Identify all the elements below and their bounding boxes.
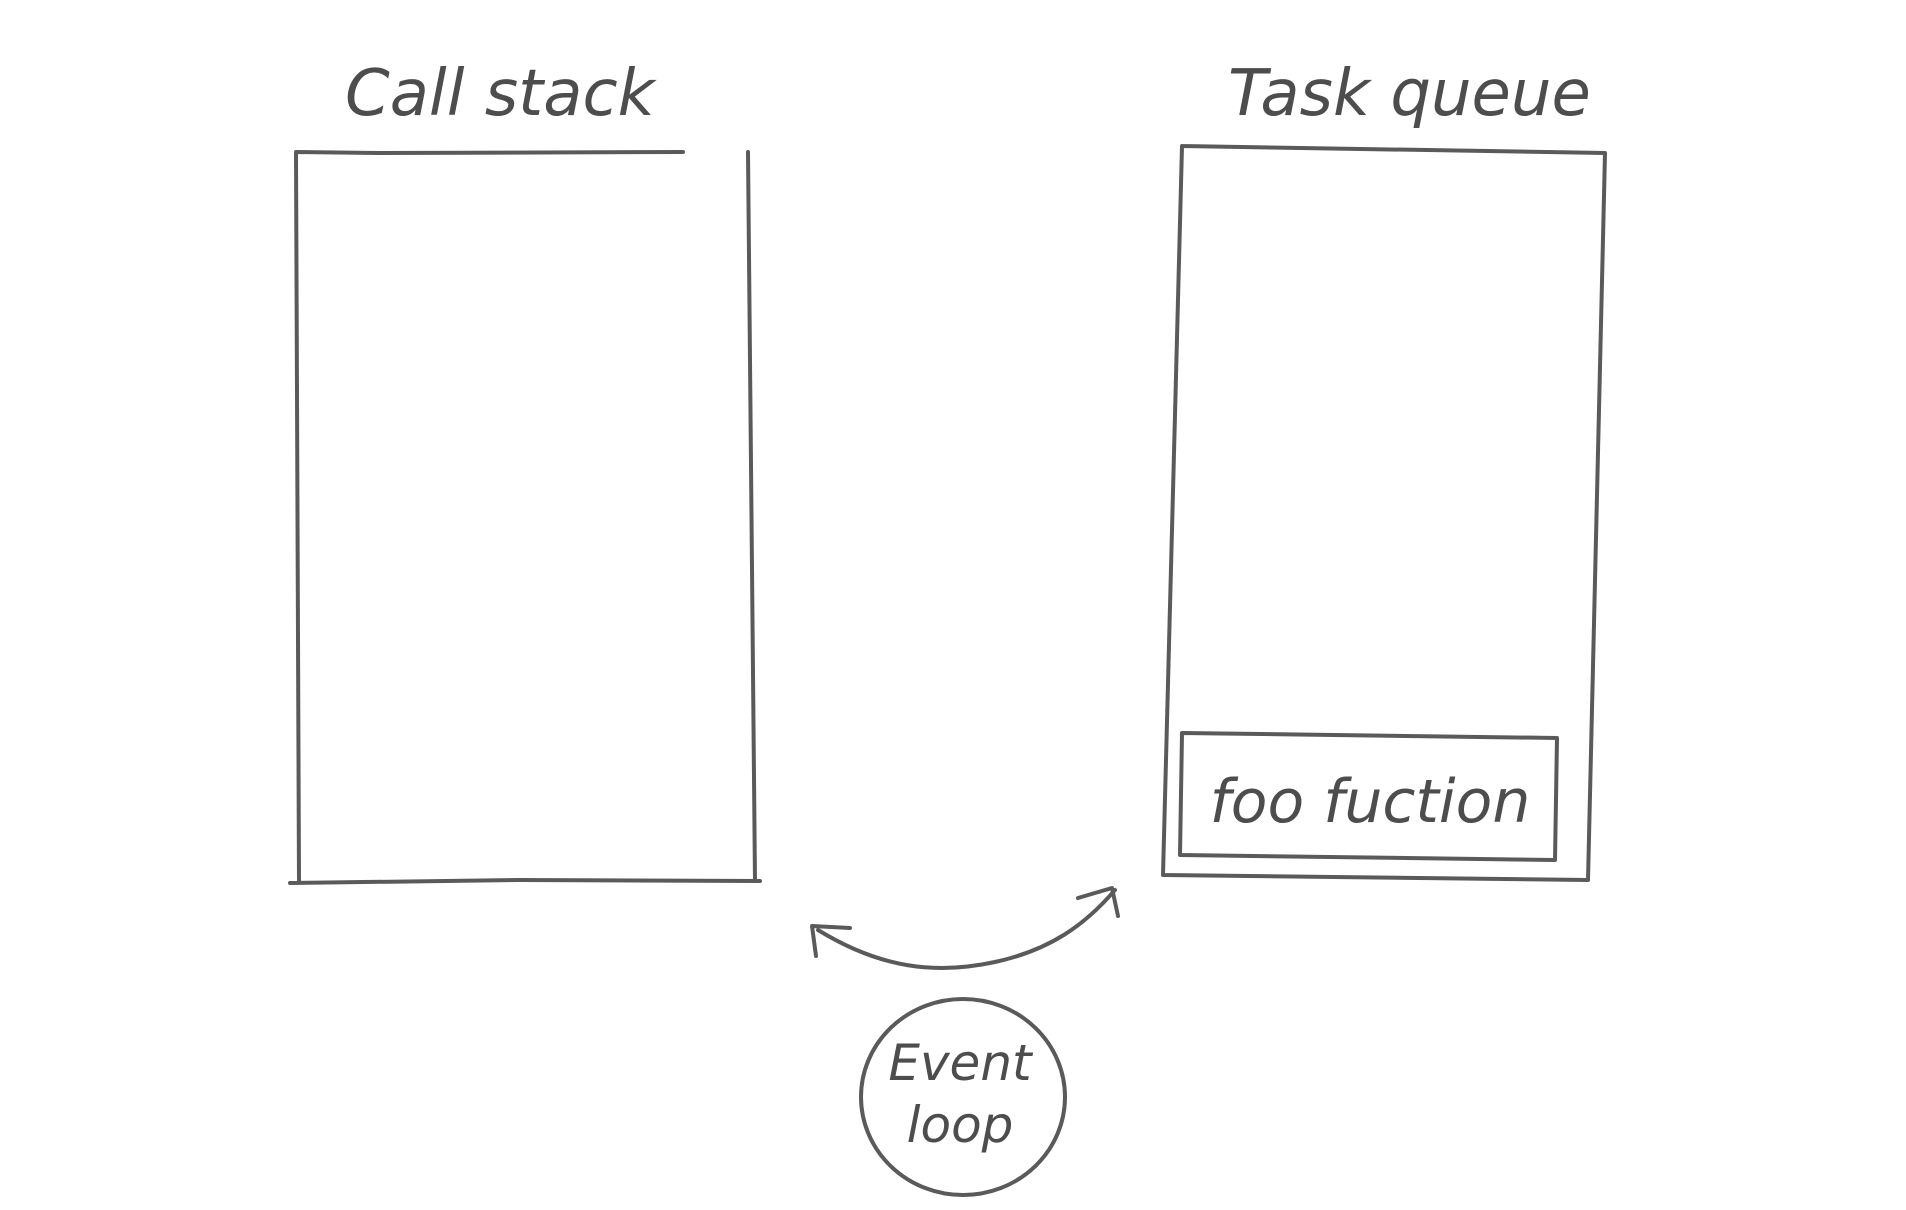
call-stack: Call stack	[288, 57, 762, 885]
loop-arrow-right-head	[1076, 886, 1120, 918]
loop-arrow-curve	[816, 888, 1117, 970]
call-stack-box	[288, 150, 762, 885]
task-item-label: foo fuction	[1210, 767, 1531, 837]
task-queue-title: Task queue	[1228, 57, 1591, 131]
task-queue-box	[1161, 144, 1607, 882]
task-queue: Task queue foo fuction	[1161, 57, 1607, 882]
task-item-box	[1178, 731, 1559, 862]
event-loop: Event loop	[859, 997, 1067, 1197]
event-loop-label-line2: loop	[907, 1096, 1014, 1154]
loop-arrow	[810, 886, 1120, 970]
event-loop-circle	[859, 997, 1067, 1197]
loop-arrow-left-head	[810, 924, 852, 958]
call-stack-title: Call stack	[345, 57, 658, 131]
event-loop-label-line1: Event	[888, 1034, 1034, 1092]
task-item: foo fuction	[1178, 731, 1559, 862]
